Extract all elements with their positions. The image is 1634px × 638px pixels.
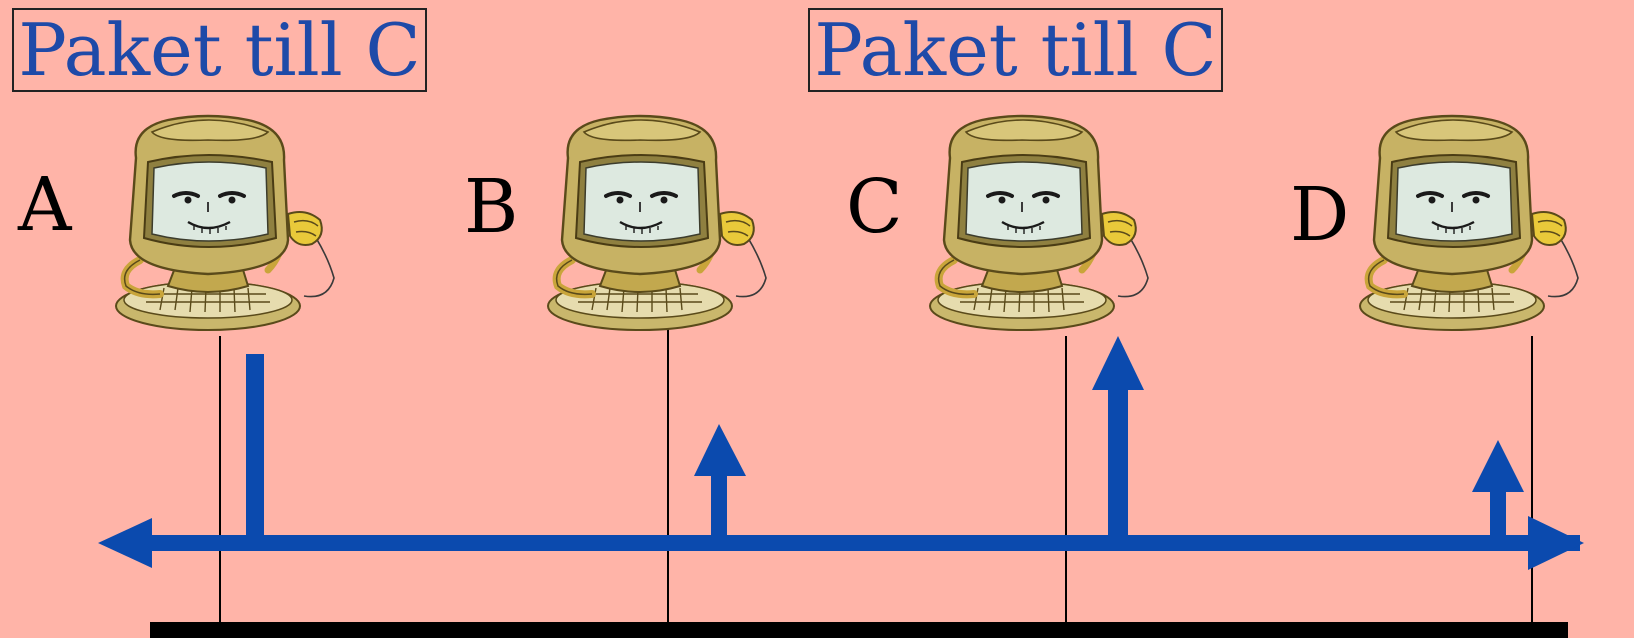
bus-cable	[150, 622, 1568, 638]
node-label-b: B	[464, 164, 519, 250]
receive-arrow-b-head	[694, 424, 746, 476]
packet-label-box: Paket till C	[808, 8, 1223, 92]
receive-arrow-d-shaft	[1490, 490, 1506, 538]
signal-arrow-shaft	[140, 535, 1580, 551]
packet-label-text: Paket till C	[814, 8, 1217, 92]
receive-arrow-b-shaft	[711, 474, 727, 538]
computer-icon	[540, 110, 770, 335]
receive-arrow-d-head	[1472, 440, 1524, 492]
computer-icon	[108, 110, 338, 335]
signal-arrowhead-right	[1528, 516, 1584, 570]
computer-icon	[1352, 110, 1582, 335]
node-label-c: C	[846, 164, 903, 250]
node-label-a: A	[18, 162, 72, 248]
signal-arrowhead-left	[98, 518, 152, 568]
receive-arrow-c-head	[1092, 336, 1144, 390]
packet-label-box: Paket till C	[12, 8, 427, 92]
packet-label-text: Paket till C	[18, 8, 421, 92]
send-arrow-a	[246, 354, 264, 538]
node-label-d: D	[1290, 172, 1350, 258]
computer-icon	[922, 110, 1152, 335]
receive-arrow-c-shaft	[1108, 386, 1128, 538]
